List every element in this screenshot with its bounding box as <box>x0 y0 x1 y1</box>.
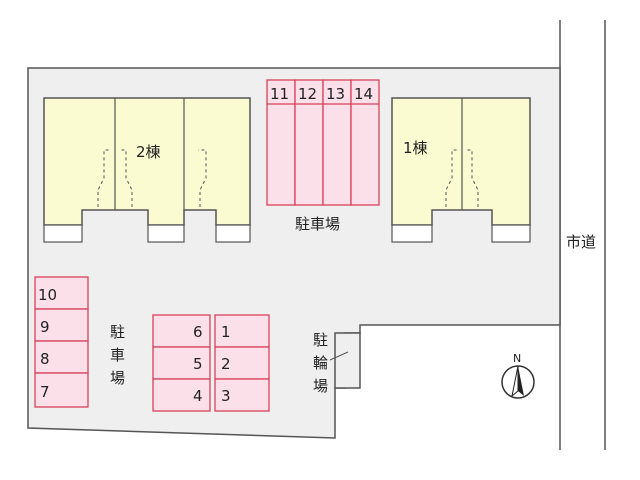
parking-label-top: 駐車場 <box>295 215 340 233</box>
parking-number-1: 1 <box>221 323 231 341</box>
parking-space-8 <box>34 340 89 374</box>
parking-space-5 <box>152 346 211 380</box>
parking-number-8: 8 <box>40 350 50 368</box>
parking-number-10: 10 <box>38 286 57 304</box>
parking-number-13: 13 <box>326 85 345 103</box>
building-1-label: 1棟 <box>403 139 428 157</box>
parking-label-left-1: 駐 <box>110 323 125 341</box>
parking-space-13 <box>322 79 352 206</box>
parking-space-7 <box>34 372 89 408</box>
parking-number-12: 12 <box>298 85 317 103</box>
parking-space-9 <box>34 308 89 342</box>
parking-space-3 <box>214 378 270 412</box>
parking-number-2: 2 <box>221 355 231 373</box>
parking-center: 6 5 4 1 2 3 <box>152 314 270 412</box>
compass-label: N <box>513 352 521 365</box>
building-1: 1棟 <box>391 97 531 243</box>
road-label: 市道 <box>566 233 596 251</box>
parking-label-left-3: 場 <box>110 369 125 387</box>
parking-number-14: 14 <box>354 85 373 103</box>
parking-number-5: 5 <box>193 355 203 373</box>
parking-space-2 <box>214 346 270 380</box>
parking-left-column: 10 9 8 7 <box>34 276 89 408</box>
parking-number-4: 4 <box>193 387 203 405</box>
parking-number-7: 7 <box>40 383 50 401</box>
parking-top-row: 11 12 13 14 <box>266 79 380 206</box>
parking-number-3: 3 <box>221 387 231 405</box>
parking-number-11: 11 <box>270 85 289 103</box>
building-2: 2棟 <box>43 97 251 243</box>
parking-space-4 <box>152 378 211 412</box>
parking-label-left-2: 車 <box>110 346 125 364</box>
bicycle-parking-label-2: 輪 <box>313 354 328 372</box>
bicycle-parking-label-3: 場 <box>313 377 328 395</box>
bicycle-parking-box <box>334 332 361 389</box>
building-2-label: 2棟 <box>136 143 161 161</box>
north-arrow-icon: N <box>501 352 535 399</box>
parking-space-1 <box>214 314 270 348</box>
bicycle-parking-label-1: 駐 <box>313 331 328 349</box>
parking-space-14 <box>350 79 380 206</box>
parking-number-6: 6 <box>193 323 203 341</box>
parking-space-10 <box>34 276 89 310</box>
parking-space-6 <box>152 314 211 348</box>
parking-number-9: 9 <box>40 318 50 336</box>
